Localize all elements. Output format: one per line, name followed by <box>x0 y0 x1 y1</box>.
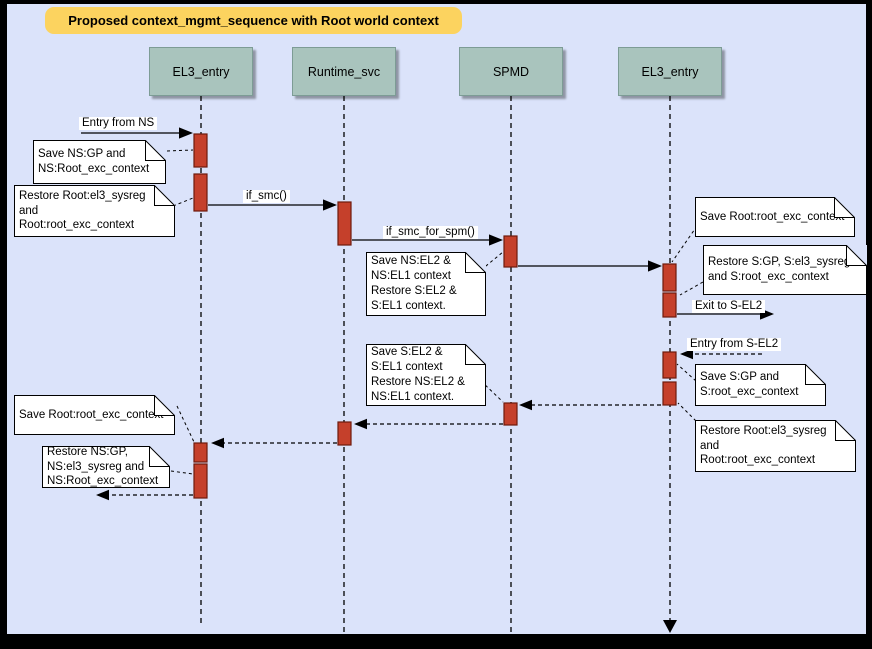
note-text: Save Root:root_exc_context <box>19 408 164 421</box>
note-connector <box>172 197 194 207</box>
note-fold-icon <box>465 252 486 273</box>
note-fold-icon <box>805 364 826 385</box>
message-label-exit-to-sel2: Exit to S-EL2 <box>692 300 766 313</box>
note-text: Save S:GP and S:root_exc_context <box>700 371 799 398</box>
message-label-entry-from-sel2: Entry from S-EL2 <box>687 338 782 351</box>
diagram-canvas <box>7 4 866 634</box>
note-fold-icon <box>154 395 175 416</box>
activation-bar <box>662 292 677 318</box>
activation-bar <box>193 133 208 168</box>
note-connector <box>480 380 504 403</box>
note-fold-icon <box>465 344 486 365</box>
note-restore-root-el3-sysreg: Restore Root:el3_sysreg and Root:root_ex… <box>14 185 175 237</box>
note-save-ns-el2: Save NS:EL2 & NS:EL1 context Restore S:E… <box>366 252 486 316</box>
activation-bar <box>662 263 677 292</box>
activation-bar <box>662 351 677 379</box>
activation-bar <box>503 402 518 426</box>
activation-bar <box>337 421 352 446</box>
diagram-title: Proposed context_mgmt_sequence with Root… <box>45 7 462 34</box>
note-fold-icon <box>154 185 175 206</box>
lifeline-header-el3-entry-left: EL3_entry <box>149 47 253 96</box>
activation-bar <box>337 201 352 246</box>
note-text: Save S:EL2 & S:EL1 context Restore NS:EL… <box>371 346 465 403</box>
note-restore-ns-gp: Restore NS:GP, NS:el3_sysreg and NS:Root… <box>42 446 170 488</box>
note-fold-icon <box>846 245 867 266</box>
lifeline-header-el3-entry-right: EL3_entry <box>618 47 722 96</box>
note-connector <box>676 363 697 382</box>
note-connector <box>679 281 704 296</box>
note-connector <box>176 405 195 443</box>
activation-bar <box>503 235 518 268</box>
note-save-root-exc-context-left: Save Root:root_exc_context <box>14 395 175 435</box>
lifeline-header-spmd: SPMD <box>459 47 563 96</box>
lifeline-end-arrowhead <box>663 620 677 633</box>
note-fold-icon <box>149 446 170 467</box>
note-text: Restore NS:GP, NS:el3_sysreg and NS:Root… <box>47 445 159 488</box>
note-fold-icon <box>145 140 166 161</box>
activation-bar <box>662 381 677 406</box>
note-text: Save Root:root_exc_context <box>700 210 845 223</box>
lifeline-header-runtime-svc: Runtime_svc <box>292 47 396 96</box>
note-connector <box>170 470 194 475</box>
note-fold-icon <box>835 420 856 441</box>
activation-bar <box>193 173 208 212</box>
note-text: Save NS:EL2 & NS:EL1 context Restore S:E… <box>371 255 457 312</box>
note-connector <box>671 225 698 263</box>
note-restore-s-gp: Restore S:GP, S:el3_sysreg and S:root_ex… <box>703 245 867 295</box>
activation-bar <box>193 463 208 499</box>
message-label-if-smc-for-spm: if_smc_for_spm() <box>383 226 478 239</box>
note-connector <box>166 149 194 152</box>
note-text: Restore Root:el3_sysreg and Root:root_ex… <box>700 424 827 467</box>
message-label-if-smc: if_smc() <box>243 190 290 203</box>
note-restore-root-el3-sysreg-right: Restore Root:el3_sysreg and Root:root_ex… <box>695 420 856 472</box>
note-text: Save NS:GP and NS:Root_exc_context <box>38 148 150 175</box>
note-save-s-el2: Save S:EL2 & S:EL1 context Restore NS:EL… <box>366 344 486 406</box>
note-save-s-gp: Save S:GP and S:root_exc_context <box>695 364 826 406</box>
note-save-root-exc-context-right: Save Root:root_exc_context <box>695 197 855 237</box>
note-connector <box>677 402 697 422</box>
note-connector <box>480 251 504 271</box>
message-label-entry-from-ns: Entry from NS <box>79 117 158 130</box>
activation-bar <box>193 442 208 463</box>
note-fold-icon <box>834 197 855 218</box>
note-save-ns-gp: Save NS:GP and NS:Root_exc_context <box>33 140 166 184</box>
note-text: Restore S:GP, S:el3_sysreg and S:root_ex… <box>708 256 851 283</box>
note-text: Restore Root:el3_sysreg and Root:root_ex… <box>19 189 146 232</box>
